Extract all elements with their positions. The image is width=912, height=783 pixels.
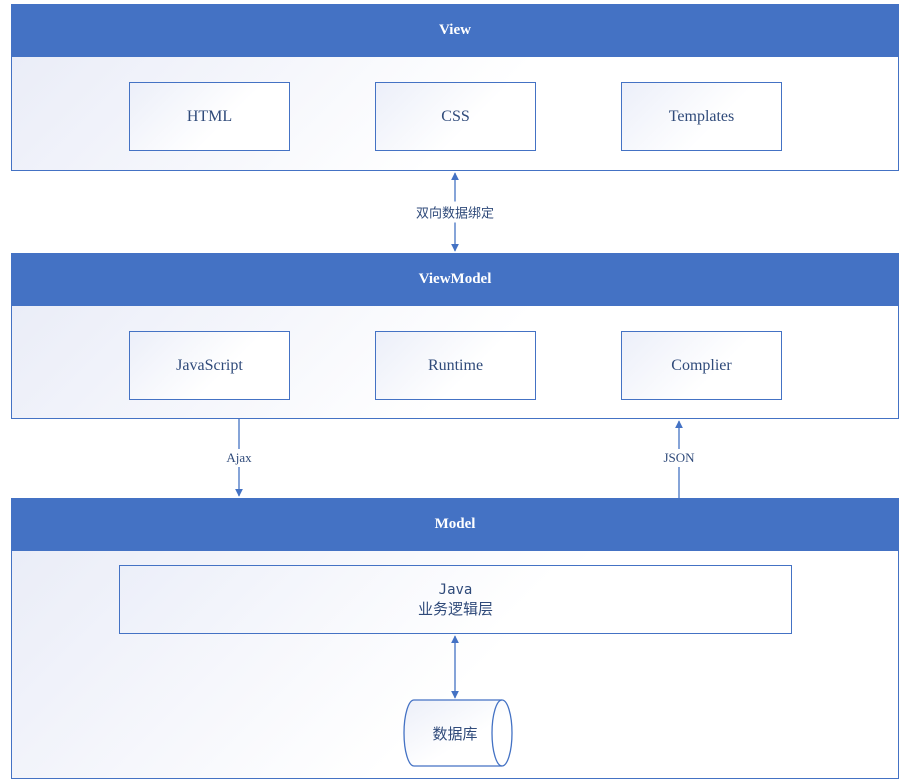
view-item-templates: Templates bbox=[621, 82, 782, 151]
view-item-html: HTML bbox=[129, 82, 290, 151]
business-logic-language: Java bbox=[438, 581, 473, 598]
view-item-css: CSS bbox=[375, 82, 536, 151]
viewmodel-item-complier: Complier bbox=[621, 331, 782, 400]
json-label: JSON bbox=[661, 449, 697, 467]
database-label: 数据库 bbox=[432, 724, 478, 743]
viewmodel-item-javascript: JavaScript bbox=[129, 331, 290, 400]
viewmodel-layer-title: ViewModel bbox=[11, 253, 899, 306]
database-icon bbox=[403, 699, 513, 767]
viewmodel-item-runtime: Runtime bbox=[375, 331, 536, 400]
business-logic-box: Java 业务逻辑层 bbox=[119, 565, 792, 634]
model-layer-title: Model bbox=[11, 498, 899, 551]
view-layer-title: View bbox=[11, 4, 899, 57]
business-logic-label: 业务逻辑层 bbox=[417, 599, 493, 618]
ajax-label: Ajax bbox=[224, 449, 254, 467]
binding-label: 双向数据绑定 bbox=[413, 201, 497, 223]
